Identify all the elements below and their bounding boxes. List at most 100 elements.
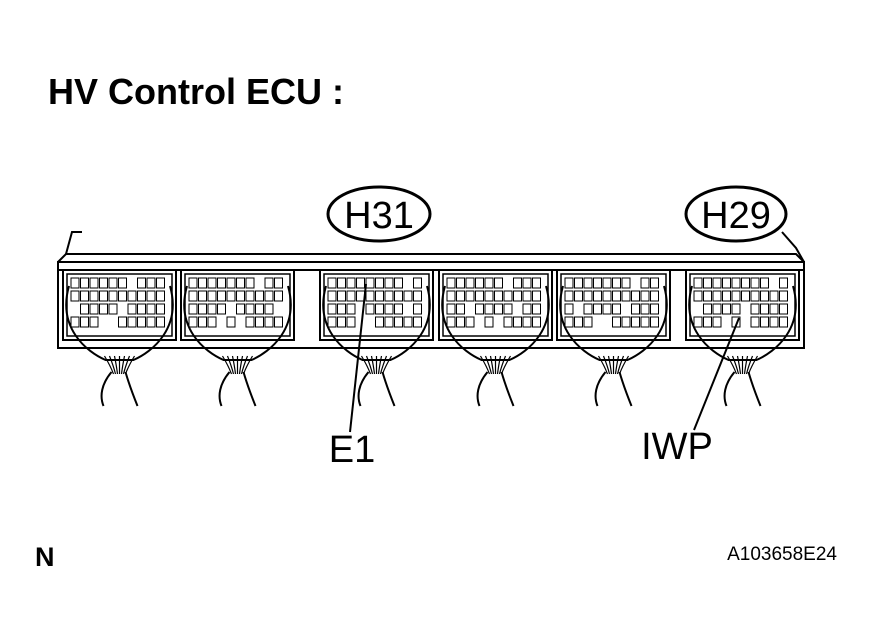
terminal-cavity	[264, 316, 274, 328]
leader-line-e1	[349, 283, 367, 433]
terminal-cavity	[494, 277, 503, 289]
figure-code: A103658E24	[727, 544, 837, 565]
terminal-cavity	[741, 290, 750, 302]
terminal-cavity	[274, 316, 283, 328]
terminal-cavity	[356, 277, 365, 289]
terminal-cavity	[722, 277, 731, 289]
harness-wire	[726, 355, 738, 375]
terminal-cavity	[574, 277, 583, 289]
terminal-cavity	[602, 290, 612, 302]
terminal-cavity	[137, 303, 146, 315]
terminal-cavity	[217, 277, 226, 289]
terminal-cavity	[621, 277, 631, 289]
terminal-cavity	[693, 316, 703, 328]
terminal-cavity	[226, 290, 236, 302]
terminal-cavity	[255, 316, 264, 328]
connector-frame	[438, 269, 553, 341]
terminal-cavity	[99, 277, 108, 289]
harness-wire	[618, 355, 630, 375]
connector-frame	[685, 269, 800, 341]
terminal-cavity	[264, 277, 274, 289]
terminal-cavity	[693, 277, 703, 289]
connector-block-5	[556, 269, 671, 407]
terminal-cavity	[327, 290, 337, 302]
harness-wire	[496, 355, 502, 375]
connector-callout-h31: H31	[326, 185, 432, 243]
harness-wire	[370, 355, 376, 375]
harness-wire	[616, 355, 625, 375]
cable-strand	[218, 371, 231, 407]
terminal-cavity	[475, 290, 484, 302]
terminal-cavity	[255, 303, 264, 315]
terminal-cavity	[513, 277, 522, 289]
harness-wire	[238, 355, 244, 375]
terminal-cavity	[365, 277, 375, 289]
terminal-cavity	[156, 277, 165, 289]
terminal-cavity	[236, 290, 245, 302]
terminal-cavity	[475, 303, 484, 315]
terminal-cavity	[564, 316, 574, 328]
terminal-cavity	[274, 290, 283, 302]
terminal-cavity	[156, 316, 165, 328]
terminal-cavity	[650, 277, 659, 289]
leader-lines	[349, 283, 740, 433]
terminal-cavity	[621, 316, 631, 328]
terminal-cavity	[384, 277, 394, 289]
terminal-cavity	[70, 277, 80, 289]
terminal-cavity	[769, 290, 779, 302]
terminal-cavity	[583, 303, 593, 315]
terminal-cavity	[226, 316, 236, 328]
harness-wire	[597, 355, 609, 375]
terminal-cavity	[640, 277, 650, 289]
terminal-cavity	[108, 303, 118, 315]
cable-strand	[381, 371, 396, 407]
terminal-cavity	[503, 316, 513, 328]
terminal-cavity	[99, 303, 108, 315]
terminal-cavity	[137, 277, 146, 289]
leader-line-iwp	[693, 317, 740, 431]
harness-wire	[379, 355, 388, 375]
terminal-cavity	[255, 290, 264, 302]
terminal-cavity	[593, 290, 602, 302]
terminal-cavity	[403, 316, 413, 328]
terminal-cavity	[475, 277, 484, 289]
harness-wire	[602, 355, 611, 375]
connector-block-2	[180, 269, 295, 407]
terminal-cavity	[731, 277, 741, 289]
connector-frame	[180, 269, 295, 341]
terminal-cavity	[712, 303, 722, 315]
harness-wire	[747, 355, 759, 375]
terminal-cavity	[80, 303, 89, 315]
terminal-cavity	[327, 277, 337, 289]
terminal-cavity	[108, 290, 118, 302]
terminal-cavity	[503, 303, 513, 315]
terminal-cavity	[650, 316, 659, 328]
terminal-cavity	[188, 290, 198, 302]
terminal-cavity	[137, 290, 146, 302]
terminal-cavity	[522, 290, 532, 302]
terminal-cavity	[245, 303, 255, 315]
terminal-cavity	[779, 303, 788, 315]
terminal-cavity	[198, 290, 207, 302]
terminal-cavity	[70, 290, 80, 302]
terminal-cavity	[245, 316, 255, 328]
terminal-cavity	[513, 290, 522, 302]
cable-strand	[723, 371, 736, 407]
terminal-cavity	[750, 290, 760, 302]
terminal-cavity	[80, 316, 89, 328]
terminal-cavity	[484, 290, 494, 302]
terminal-cavity	[375, 277, 384, 289]
connector-callout-h29: H29	[684, 185, 788, 243]
cable-strand	[242, 371, 257, 407]
terminal-cavity	[760, 277, 769, 289]
terminal-cavity	[465, 277, 475, 289]
terminal-cavity	[731, 290, 741, 302]
terminal-label-e1: E1	[329, 429, 375, 471]
terminal-cavity	[564, 290, 574, 302]
terminal-cavity	[89, 316, 99, 328]
terminal-cavity	[722, 290, 731, 302]
terminal-cavity	[522, 277, 532, 289]
terminal-cavity	[465, 290, 475, 302]
terminal-cavity	[456, 277, 465, 289]
terminal-cavity	[712, 316, 722, 328]
